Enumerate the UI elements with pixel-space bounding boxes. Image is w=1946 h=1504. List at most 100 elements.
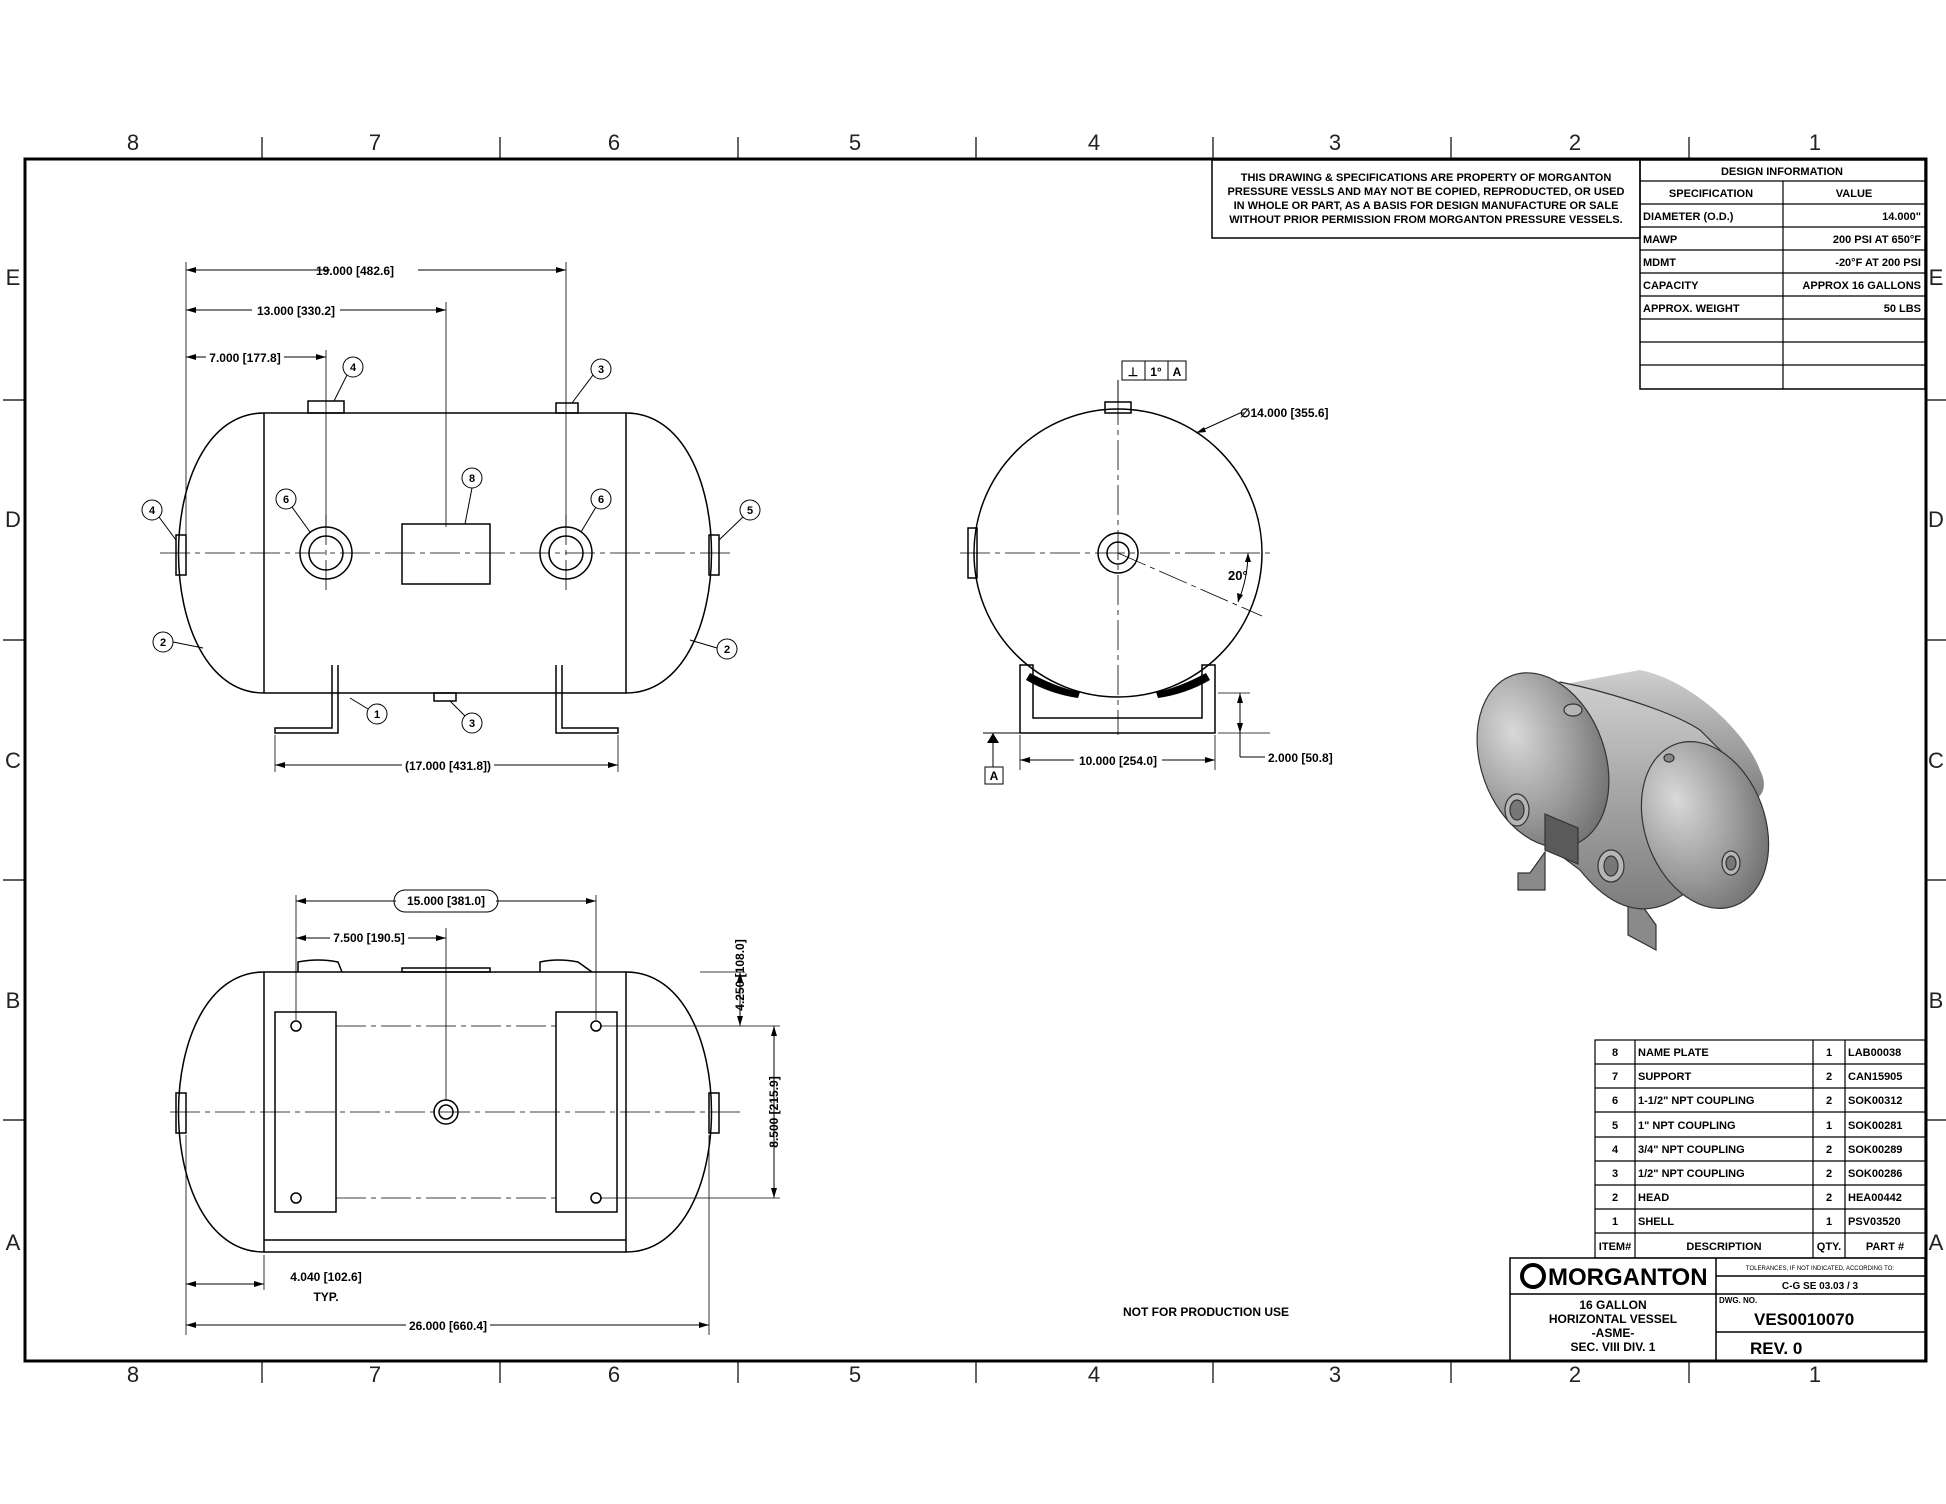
bom-desc: NAME PLATE <box>1638 1047 1709 1059</box>
zone-col-top: 2 <box>1569 130 1581 155</box>
svg-text:4.040 [102.6]: 4.040 [102.6] <box>290 1270 361 1284</box>
dim-text: 8.500 <box>767 1117 781 1147</box>
balloon-label: 4 <box>149 505 156 517</box>
bom-item: 4 <box>1612 1144 1619 1156</box>
dim-text: 13.000 <box>257 304 294 318</box>
bom-item: 5 <box>1612 1120 1618 1132</box>
dim-text: 4.040 <box>290 1270 320 1284</box>
zone-col-bottom: 3 <box>1329 1362 1341 1387</box>
dim-text: 381.0 <box>451 894 481 908</box>
bom-desc: 3/4" NPT COUPLING <box>1638 1144 1745 1156</box>
svg-text:26.000 [660.4]: 26.000 [660.4] <box>409 1319 487 1333</box>
balloon-label: 4 <box>350 362 357 374</box>
dim-text: 190.5 <box>371 931 401 945</box>
dim-text: 19.000 <box>316 264 353 278</box>
svg-text:∅14.000 [355.6]: ∅14.000 [355.6] <box>1240 406 1329 420</box>
svg-text:13.000 [330.2]: 13.000 [330.2] <box>257 304 335 318</box>
dim-text: 330.2 <box>301 304 331 318</box>
proprietary-notice: THIS DRAWING & SPECIFICATIONS ARE PROPER… <box>1211 159 1641 239</box>
design-info-col-spec: SPECIFICATION <box>1669 188 1753 200</box>
spec-name: CAPACITY <box>1643 280 1699 292</box>
notice-line: PRESSURE VESSLS AND MAY NOT BE COPIED, R… <box>1228 186 1625 198</box>
bill-of-materials: 8 NAME PLATE 1 LAB00038 7 SUPPORT 2 CAN1… <box>1594 1039 1926 1259</box>
zone-col-bottom: 6 <box>608 1362 620 1387</box>
bom-part: HEA00442 <box>1848 1192 1902 1204</box>
title-block: MORGANTON TOLERANCES, IF NOT INDICATED, … <box>1509 1257 1926 1362</box>
spec-name: MAWP <box>1643 234 1677 246</box>
front-view: 19.000 [482.6] 13.000 [330.2] 7.000 [177… <box>141 262 761 773</box>
balloon-label: 6 <box>598 494 604 506</box>
balloon-label: 3 <box>598 364 604 376</box>
dim-text: 355.6 <box>1295 406 1325 420</box>
dim-text: 2.000 <box>1268 751 1298 765</box>
notice-line: IN WHOLE OR PART, AS A BASIS FOR DESIGN … <box>1234 200 1619 212</box>
dwg-number: VES0010070 <box>1754 1310 1854 1329</box>
zone-col-bottom: 1 <box>1809 1362 1821 1387</box>
svg-text:2.000 [50.8]: 2.000 [50.8] <box>1268 751 1333 765</box>
spec-name: DIAMETER (O.D.) <box>1643 211 1734 223</box>
logo-text: MORGANTON <box>1548 1264 1708 1291</box>
bom-header-desc: DESCRIPTION <box>1686 1241 1761 1253</box>
dim-text: 50.8 <box>1305 751 1329 765</box>
bom-item: 3 <box>1612 1168 1618 1180</box>
zone-row-right: C <box>1928 748 1944 773</box>
zone-col-top: 6 <box>608 130 620 155</box>
bom-qty: 1 <box>1826 1216 1832 1228</box>
angle-label: 20° <box>1228 568 1248 583</box>
zone-row-left: B <box>6 988 21 1013</box>
zone-col-top: 1 <box>1809 130 1821 155</box>
zone-row-left: D <box>5 507 21 532</box>
spec-value: 200 PSI AT 650°F <box>1833 234 1921 246</box>
spec-value: 14.000" <box>1882 211 1921 223</box>
title-line: 16 GALLON <box>1579 1298 1646 1312</box>
bom-part: SOK00281 <box>1848 1120 1902 1132</box>
svg-text:7.500 [190.5]: 7.500 [190.5] <box>333 931 404 945</box>
bom-desc: HEAD <box>1638 1192 1669 1204</box>
spec-value: -20°F AT 200 PSI <box>1835 257 1921 269</box>
spec-value: 50 LBS <box>1884 303 1921 315</box>
title-line: HORIZONTAL VESSEL <box>1549 1312 1677 1326</box>
zone-col-top: 8 <box>127 130 139 155</box>
svg-text:4.250 [108.0]: 4.250 [108.0] <box>733 939 747 1010</box>
dim-text: 10.000 <box>1079 754 1116 768</box>
zone-row-right: A <box>1929 1230 1944 1255</box>
bom-desc: SHELL <box>1638 1216 1674 1228</box>
notice-line: THIS DRAWING & SPECIFICATIONS ARE PROPER… <box>1241 172 1612 184</box>
dim-text: 177.8 <box>247 351 277 365</box>
bom-qty: 2 <box>1826 1095 1832 1107</box>
spec-name: APPROX. WEIGHT <box>1643 303 1740 315</box>
balloon-label: 5 <box>747 505 753 517</box>
zone-col-top: 3 <box>1329 130 1341 155</box>
svg-text:7.000 [177.8]: 7.000 [177.8] <box>209 351 280 365</box>
zone-row-left: A <box>6 1230 21 1255</box>
zone-labels: 8 7 6 5 4 3 2 1 8 7 6 5 4 3 2 1 E D C B … <box>5 130 1944 1387</box>
design-info-table: DESIGN INFORMATION SPECIFICATION VALUE D… <box>1639 159 1926 390</box>
dim-text: 215.9 <box>767 1080 781 1110</box>
bom-item: 8 <box>1612 1047 1618 1059</box>
svg-text:10.000 [254.0]: 10.000 [254.0] <box>1079 754 1157 768</box>
side-view: ⊥ 1° A ∅14.000 [355.6] 20° 10.000 [254.0… <box>960 360 1333 785</box>
dwg-no-label: DWG. NO. <box>1719 1296 1757 1305</box>
bom-header-item: ITEM# <box>1599 1241 1631 1253</box>
design-info-title: DESIGN INFORMATION <box>1721 166 1843 178</box>
balloon-label: 2 <box>160 637 166 649</box>
zone-col-top: 7 <box>369 130 381 155</box>
balloon-label: 3 <box>469 718 475 730</box>
balloon-label: 6 <box>283 494 289 506</box>
dim-text: 17.000 <box>409 759 446 773</box>
zone-col-bottom: 2 <box>1569 1362 1581 1387</box>
dim-text: 4.250 <box>733 980 747 1010</box>
svg-text:8.500 [215.9]: 8.500 [215.9] <box>767 1076 781 1147</box>
typ-note: TYP. <box>313 1290 338 1304</box>
bom-part: PSV03520 <box>1848 1216 1901 1228</box>
dim-text: 102.6 <box>328 1270 358 1284</box>
svg-text:19.000 [482.6]: 19.000 [482.6] <box>316 264 394 278</box>
bom-item: 6 <box>1612 1095 1618 1107</box>
diameter-symbol: ∅ <box>1240 406 1250 420</box>
balloon-label: 2 <box>724 644 730 656</box>
dim-text: 482.6 <box>360 264 390 278</box>
zone-col-bottom: 5 <box>849 1362 861 1387</box>
bom-qty: 2 <box>1826 1168 1832 1180</box>
zone-row-right: B <box>1929 988 1944 1013</box>
bom-part: SOK00286 <box>1848 1168 1902 1180</box>
